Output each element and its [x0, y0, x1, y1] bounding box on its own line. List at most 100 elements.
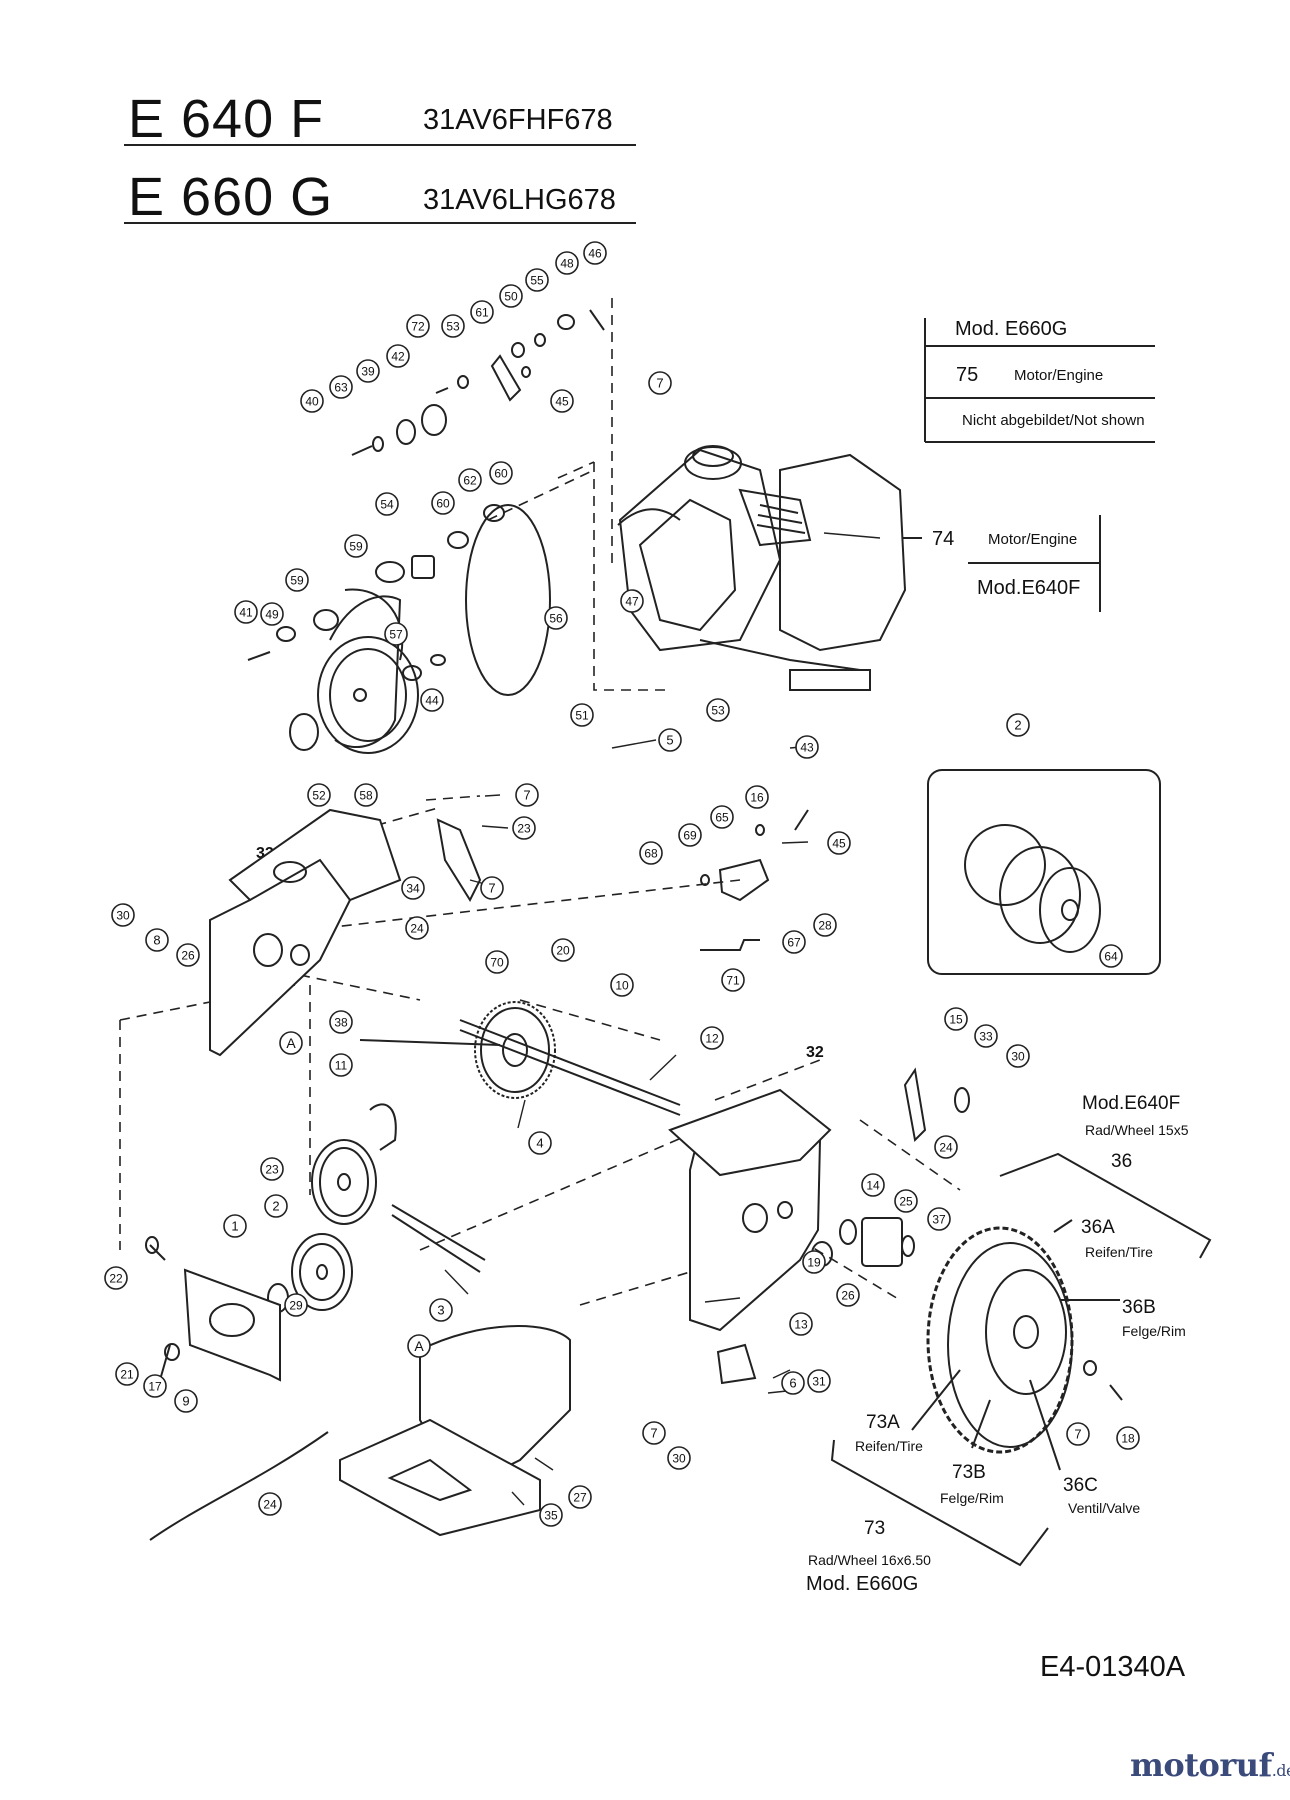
callout-circle [789, 1312, 813, 1336]
wheel-e660g-model: Mod. E660G [806, 1573, 919, 1595]
wheel-36a-id: 36A [1081, 1217, 1115, 1238]
callout-37: 37 [927, 1207, 951, 1231]
callout-number: 7 [650, 1426, 657, 1441]
callout-number: 63 [334, 381, 348, 395]
callout-number: 7 [656, 376, 663, 391]
callout-27: 27 [568, 1485, 592, 1509]
callout-circle [836, 1283, 860, 1307]
wheel-tire [911, 1219, 1123, 1471]
callout-circle [861, 1173, 885, 1197]
callout-number: 71 [726, 974, 740, 988]
callout-39: 39 [356, 359, 380, 383]
callout-24: 24 [258, 1492, 282, 1516]
callout-circle [420, 688, 444, 712]
callout-53: 53 [706, 698, 730, 722]
box-e640f-number: 74 [932, 528, 955, 550]
callout-number: 59 [349, 540, 363, 554]
callout-26: 26 [176, 943, 200, 967]
callout-number: 58 [359, 789, 373, 803]
brand-domain: .de [1271, 1761, 1290, 1780]
callout-number: 33 [979, 1030, 993, 1044]
callout-circle [441, 314, 465, 338]
callout-7: 7 [515, 783, 539, 807]
callout-number: 65 [715, 811, 729, 825]
callout-number: 41 [239, 606, 253, 620]
callout-59: 59 [344, 534, 368, 558]
callout-number: 24 [939, 1141, 953, 1155]
callout-12: 12 [700, 1026, 724, 1050]
callout-number: 34 [406, 882, 420, 896]
callout-33: 33 [974, 1024, 998, 1048]
idler-arm-hardware [351, 309, 605, 456]
callout-circle [1006, 713, 1030, 737]
callout-circle [223, 1214, 247, 1238]
callout-number: 56 [549, 612, 563, 626]
callout-number: 29 [289, 1299, 303, 1313]
lever-bracket-assembly [700, 809, 809, 951]
callout-7: 7 [648, 371, 672, 395]
callout-11: 11 [329, 1053, 353, 1077]
callout-7: 7 [642, 1421, 666, 1445]
callout-4: 4 [528, 1131, 552, 1155]
callout-number: 37 [932, 1213, 946, 1227]
callout-number: 16 [750, 791, 764, 805]
callout-number: 35 [544, 1509, 558, 1523]
callout-20: 20 [551, 938, 575, 962]
callout-number: 24 [410, 922, 424, 936]
callout-circle [802, 1250, 826, 1274]
callout-61: 61 [470, 300, 494, 324]
callout-circle [610, 973, 634, 997]
callout-circle [721, 968, 745, 992]
callout-57: 57 [384, 622, 408, 646]
callout-circle [528, 1131, 552, 1155]
wheel-73b-label: Felge/Rim [940, 1490, 1004, 1506]
callout-circle [285, 568, 309, 592]
callout-number: 45 [555, 395, 569, 409]
callout-number: 53 [446, 320, 460, 334]
callout-72: 72 [406, 314, 430, 338]
wheel-36b-label: Felge/Rim [1122, 1323, 1186, 1339]
callout-circle [512, 816, 536, 840]
callout-number: 30 [672, 1452, 686, 1466]
callout-circle [111, 903, 135, 927]
callout-circle [934, 1135, 958, 1159]
wheel-e640f-number: 36 [1111, 1151, 1133, 1172]
callout-number: 23 [265, 1163, 279, 1177]
bracket-33 [903, 1067, 927, 1143]
callout-circle [620, 589, 644, 613]
callout-circle [667, 1446, 691, 1470]
callout-number: 52 [312, 789, 326, 803]
right-frame-plate [668, 1088, 832, 1332]
callout-21: 21 [115, 1362, 139, 1386]
callout-number: 9 [182, 1394, 189, 1409]
callout-number: 49 [265, 608, 279, 622]
box-e640f-label: Motor/Engine [988, 531, 1078, 548]
callout-10: 10 [610, 973, 634, 997]
callout-circle [284, 1293, 308, 1317]
callout-circle [782, 930, 806, 954]
callout-circle [406, 314, 430, 338]
callout-circle [1099, 944, 1123, 968]
left-frame-plate [209, 808, 402, 1057]
callout-number: 6 [789, 1376, 796, 1391]
leader-lines [444, 532, 881, 1506]
callout-48: 48 [555, 251, 579, 275]
callout-13: 13 [789, 1312, 813, 1336]
engine-box-e640f-frame [880, 515, 1101, 612]
engine-box-e660g-frame [924, 318, 1155, 443]
callout-number: 62 [463, 474, 477, 488]
callout-number: 51 [575, 709, 589, 723]
callout-circle [354, 783, 378, 807]
callout-number: 57 [389, 628, 403, 642]
callout-number: 22 [109, 1272, 123, 1286]
callout-69: 69 [678, 823, 702, 847]
callout-number: 53 [711, 704, 725, 718]
callout-23: 23 [512, 816, 536, 840]
brand-name: motoruf [1130, 1746, 1272, 1784]
wheel-73b-id: 73B [952, 1462, 986, 1483]
callout-number: 43 [800, 741, 814, 755]
callout-circle [485, 950, 509, 974]
bracket-34 [436, 818, 482, 903]
